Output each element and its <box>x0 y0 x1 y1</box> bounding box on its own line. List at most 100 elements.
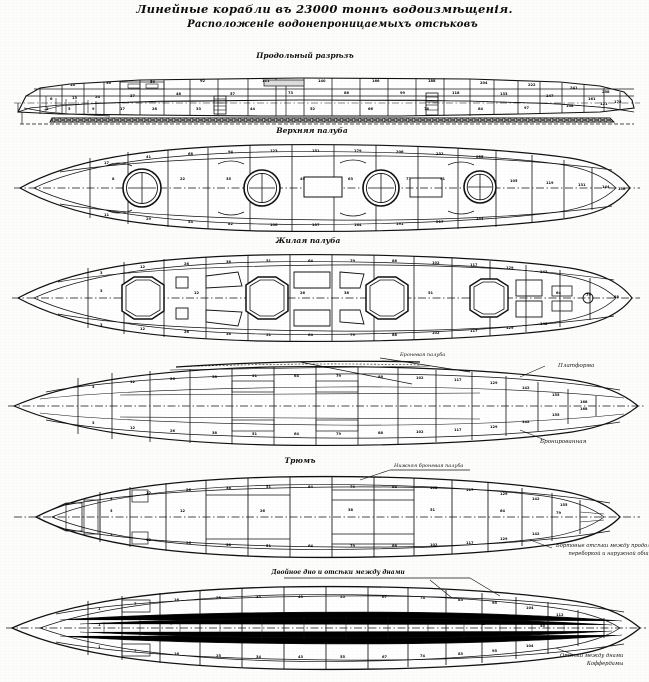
svg-text:26: 26 <box>186 488 192 492</box>
svg-text:91: 91 <box>440 177 446 181</box>
svg-text:41: 41 <box>146 155 152 159</box>
svg-text:64: 64 <box>308 485 314 489</box>
svg-text:12: 12 <box>146 491 152 495</box>
svg-text:12: 12 <box>130 380 136 384</box>
svg-text:3: 3 <box>110 533 113 537</box>
svg-text:6: 6 <box>50 97 53 101</box>
svg-text:73: 73 <box>288 91 294 95</box>
svg-text:88: 88 <box>378 375 384 379</box>
svg-text:168: 168 <box>580 400 588 404</box>
svg-text:28: 28 <box>152 107 158 111</box>
svg-text:155: 155 <box>552 413 560 417</box>
svg-text:5: 5 <box>68 107 71 111</box>
svg-text:105: 105 <box>510 179 518 183</box>
svg-text:26: 26 <box>300 291 306 295</box>
svg-text:38: 38 <box>212 431 218 435</box>
svg-text:26: 26 <box>186 541 192 545</box>
svg-text:37: 37 <box>130 94 136 98</box>
svg-text:155: 155 <box>560 503 568 507</box>
svg-text:24: 24 <box>95 95 101 99</box>
svg-text:54: 54 <box>188 220 194 224</box>
svg-text:88: 88 <box>392 544 398 548</box>
svg-text:129: 129 <box>490 425 498 429</box>
svg-text:206: 206 <box>396 150 404 154</box>
svg-text:178: 178 <box>614 100 622 104</box>
svg-text:67: 67 <box>382 595 388 599</box>
svg-text:102: 102 <box>430 543 438 547</box>
svg-text:64: 64 <box>308 544 314 548</box>
svg-text:241: 241 <box>570 86 578 90</box>
svg-text:131: 131 <box>578 183 586 187</box>
view-upper-deck <box>14 143 640 233</box>
svg-text:129: 129 <box>500 492 508 496</box>
svg-text:258: 258 <box>602 90 610 94</box>
svg-text:12: 12 <box>130 426 136 430</box>
svg-text:188: 188 <box>428 79 436 83</box>
svg-text:88: 88 <box>392 485 398 489</box>
svg-text:22: 22 <box>180 177 186 181</box>
svg-text:161: 161 <box>588 97 596 101</box>
svg-text:137: 137 <box>312 223 320 227</box>
svg-text:191: 191 <box>396 222 404 226</box>
svg-text:68: 68 <box>188 152 194 156</box>
svg-text:94: 94 <box>228 150 234 154</box>
svg-text:12: 12 <box>194 291 200 295</box>
svg-text:129: 129 <box>490 381 498 385</box>
svg-text:102: 102 <box>416 430 424 434</box>
svg-text:38: 38 <box>226 260 232 264</box>
svg-text:55: 55 <box>340 595 346 599</box>
svg-text:1: 1 <box>98 607 101 611</box>
svg-text:3: 3 <box>110 509 113 513</box>
svg-text:55: 55 <box>540 624 546 628</box>
svg-text:64: 64 <box>294 432 300 436</box>
svg-text:79: 79 <box>350 544 356 548</box>
svg-text:102: 102 <box>430 486 438 490</box>
svg-text:12: 12 <box>140 327 146 331</box>
svg-text:64: 64 <box>308 259 314 263</box>
svg-text:82: 82 <box>228 222 234 226</box>
svg-text:16: 16 <box>250 621 256 625</box>
svg-text:38: 38 <box>212 375 218 379</box>
svg-text:117: 117 <box>466 541 474 545</box>
svg-text:49: 49 <box>300 177 306 181</box>
svg-text:44: 44 <box>250 107 256 111</box>
svg-text:26: 26 <box>170 377 176 381</box>
svg-text:102: 102 <box>432 331 440 335</box>
svg-text:78: 78 <box>424 107 430 111</box>
svg-text:104: 104 <box>526 644 534 648</box>
svg-text:3: 3 <box>92 385 95 389</box>
svg-text:117: 117 <box>454 378 462 382</box>
svg-text:79: 79 <box>350 485 356 489</box>
svg-text:142: 142 <box>532 532 540 536</box>
svg-text:34: 34 <box>410 621 416 625</box>
svg-text:74: 74 <box>420 596 426 600</box>
svg-text:38: 38 <box>344 291 350 295</box>
svg-text:222: 222 <box>528 83 536 87</box>
svg-text:38: 38 <box>226 543 232 547</box>
svg-text:25: 25 <box>330 621 336 625</box>
svg-text:158: 158 <box>618 187 626 191</box>
svg-text:64: 64 <box>556 291 562 295</box>
svg-text:43: 43 <box>298 595 304 599</box>
svg-text:79: 79 <box>586 293 592 297</box>
svg-text:59: 59 <box>150 80 156 84</box>
svg-text:51: 51 <box>266 259 272 263</box>
svg-text:43: 43 <box>298 655 304 659</box>
svg-text:168: 168 <box>580 407 588 411</box>
svg-text:144: 144 <box>602 185 610 189</box>
svg-text:117: 117 <box>470 263 478 267</box>
svg-text:3: 3 <box>110 497 113 501</box>
svg-text:33: 33 <box>196 107 202 111</box>
svg-text:12: 12 <box>140 265 146 269</box>
svg-text:102: 102 <box>432 261 440 265</box>
view-longitudinal-section <box>14 77 640 125</box>
svg-text:64: 64 <box>308 333 314 337</box>
svg-text:88: 88 <box>392 259 398 263</box>
svg-text:25: 25 <box>216 596 222 600</box>
svg-text:8: 8 <box>112 177 115 181</box>
svg-text:133: 133 <box>500 92 508 96</box>
svg-text:142: 142 <box>540 270 548 274</box>
svg-text:51: 51 <box>428 291 434 295</box>
